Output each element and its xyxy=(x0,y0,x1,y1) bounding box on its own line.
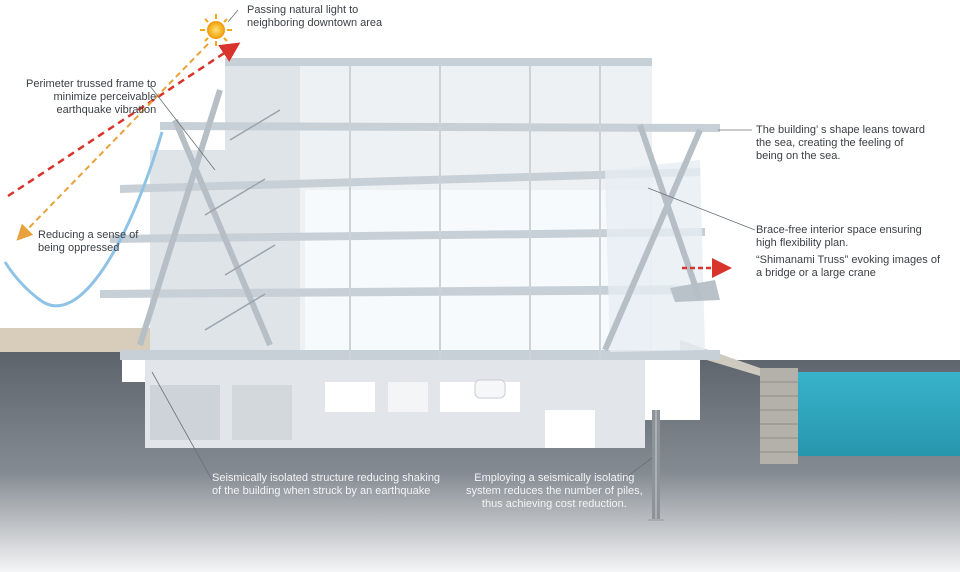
annotation-brace-free: Brace-free interior space ensuring high … xyxy=(756,224,922,249)
sun-icon xyxy=(200,14,232,46)
building-body xyxy=(100,58,720,360)
annotation-sunlight: Passing natural light to neighboring dow… xyxy=(247,4,383,29)
light-ray-red xyxy=(7,42,241,198)
basement xyxy=(145,352,664,521)
ground xyxy=(0,352,960,572)
leader-lines xyxy=(149,9,756,481)
light-ray-orange xyxy=(16,43,209,241)
annotation-oppression: Reducing a sense of being oppressed xyxy=(38,229,139,254)
annotation-piles: Employing a seismically isolating system… xyxy=(466,472,643,510)
annotation-sea-lean: The building’ s shape leans toward the s… xyxy=(756,124,925,162)
annotation-seismic-isolation: Seismically isolated structure reducing … xyxy=(212,472,441,497)
sky-curve xyxy=(3,131,164,308)
annotation-truss: “Shimanami Truss” evoking images of a br… xyxy=(756,254,941,279)
annotation-perimeter-frame: Perimeter trussed frame to minimize perc… xyxy=(26,78,157,116)
sea xyxy=(796,372,960,456)
